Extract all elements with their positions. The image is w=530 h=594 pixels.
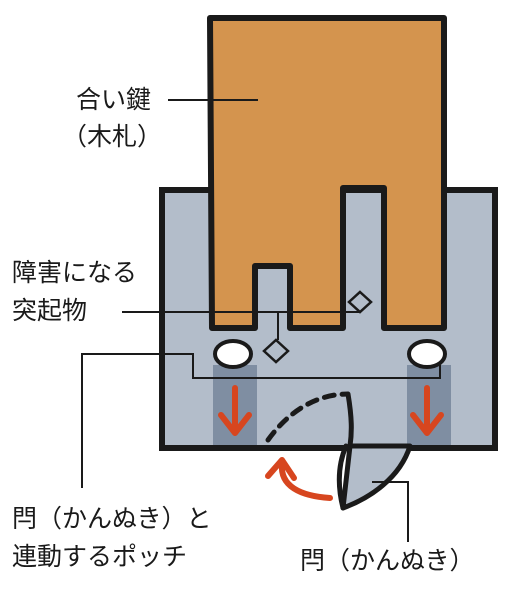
obstacle-label-line2: 突起物 [12, 296, 88, 325]
bolt-inner-edge [336, 443, 349, 511]
leader-bolt [372, 481, 409, 542]
key-label-line2: （木札） [62, 122, 163, 151]
leader-lines [81, 99, 441, 542]
pochi-label-line2: 連動するポッチ [12, 542, 188, 571]
down-arrow-icon [218, 385, 252, 436]
pochi-label-line1: 閂（かんぬき）と [12, 504, 212, 533]
down-arrow-icon [410, 385, 444, 436]
obstacle-diamond-lower [262, 338, 290, 364]
pochi-left [213, 339, 253, 369]
obstacle-label-line1: 障害になる [12, 258, 138, 287]
wooden-key [207, 15, 447, 331]
curved-arrow-icon [265, 457, 333, 501]
bolt-rotation-path [265, 391, 351, 443]
pochi-right [407, 339, 447, 369]
key-label-line1: 合い鍵 [76, 85, 152, 114]
bolt-label: 閂（かんぬき） [300, 546, 475, 575]
leader-pochi [81, 353, 441, 488]
